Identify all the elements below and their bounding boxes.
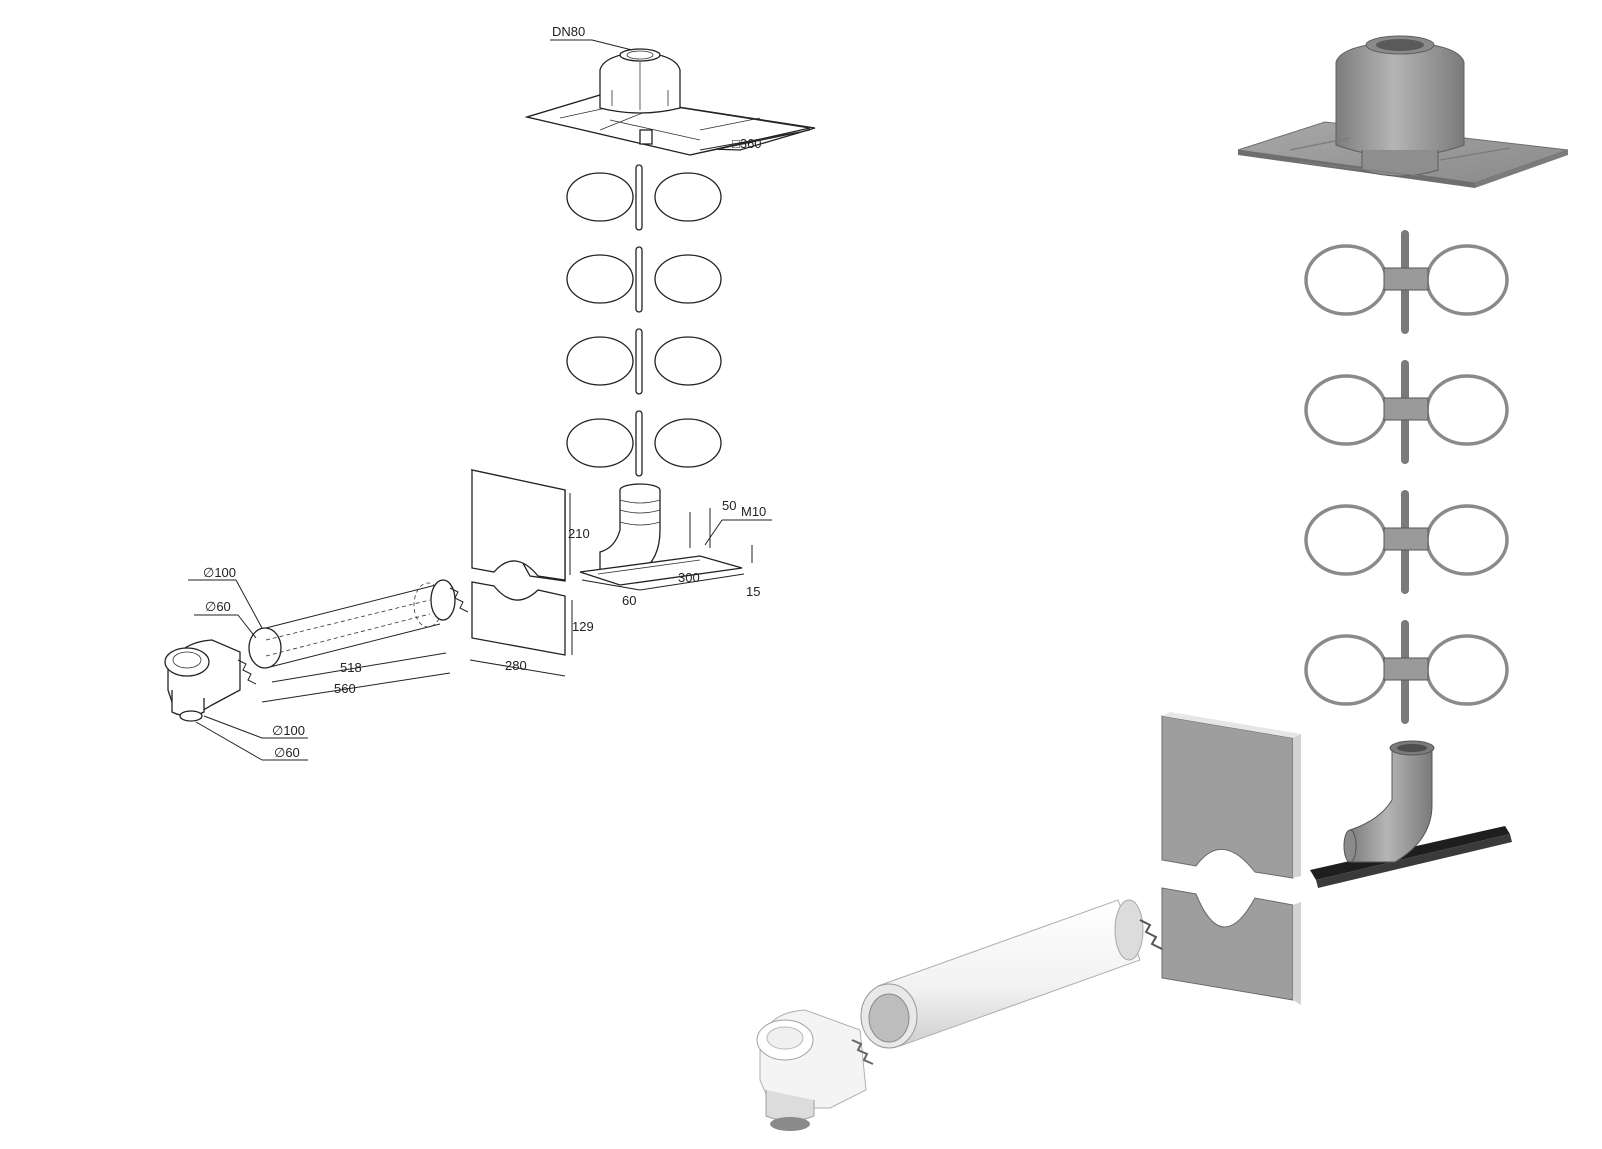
coaxial-pipe-render — [860, 899, 1163, 1049]
line-drawing: DN80 □360 — [164, 24, 816, 761]
roof-flashing-render — [1237, 35, 1569, 188]
dim-129-label: 129 — [572, 619, 594, 634]
clamp-render-1 — [1304, 230, 1509, 334]
dim-60-label: 60 — [622, 593, 636, 608]
len-560-label: 560 — [334, 681, 356, 696]
dim-15-label: 15 — [746, 584, 760, 599]
dim-280-label: 280 — [505, 658, 527, 673]
rendered-view — [756, 35, 1569, 1131]
boiler-elbow-render — [756, 1009, 874, 1131]
support-elbow-render — [1310, 740, 1512, 888]
dim-300-label: 300 — [678, 570, 700, 585]
clamp-outline-4 — [566, 410, 722, 477]
coaxial-pipe-outline — [248, 579, 469, 669]
clamp-outline-2 — [566, 246, 722, 313]
plate-size-label: □360 — [732, 136, 762, 151]
m10-label: M10 — [741, 504, 766, 519]
dim-210-label: 210 — [568, 526, 590, 541]
wall-plate-render — [1161, 712, 1301, 1005]
clamp-outline-3 — [566, 328, 722, 395]
clamp-outline-1 — [566, 164, 722, 231]
clamp-render-2 — [1304, 360, 1509, 464]
boiler-elbow-outline — [164, 639, 257, 722]
roof-flashing-outline — [524, 48, 816, 156]
clamp-render-4 — [1304, 620, 1509, 724]
dia-60-top-label: ∅60 — [205, 599, 231, 614]
dia-100-top-label: ∅100 — [203, 565, 236, 580]
dia-100-bottom-label: ∅100 — [272, 723, 305, 738]
dia-60-bottom-label: ∅60 — [274, 745, 300, 760]
wall-plate-outline — [470, 469, 566, 656]
clamp-render-3 — [1304, 490, 1509, 594]
dn80-label: DN80 — [552, 24, 585, 39]
support-elbow-outline — [579, 483, 743, 586]
len-518-label: 518 — [340, 660, 362, 675]
dim-50-label: 50 — [722, 498, 736, 513]
